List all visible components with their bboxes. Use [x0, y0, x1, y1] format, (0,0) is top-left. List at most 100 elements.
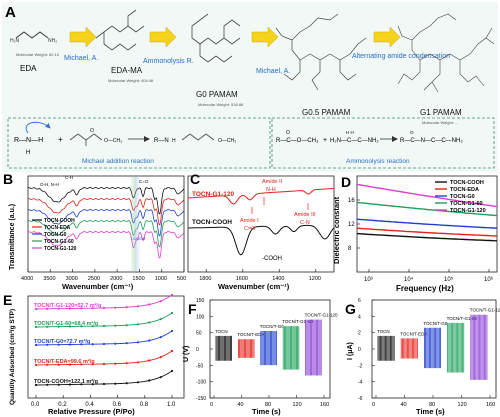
b-x-tick-label: 1000 [155, 276, 167, 282]
b-series-line [28, 208, 185, 237]
c-x-tick-label: 1800 [199, 276, 211, 282]
c-series-red-line [187, 187, 335, 205]
e-x-tick-label: 0.8 [140, 402, 149, 408]
e-series-point [159, 300, 162, 303]
osc-y-tick-label: 4 [358, 314, 361, 320]
e-series-point [114, 306, 117, 309]
e-series-point [148, 359, 151, 362]
b-ylabel: Transmittance (a.u.) [9, 204, 16, 270]
e-series-point [136, 381, 140, 384]
d-x-tick-label: 10⁶ [484, 276, 494, 283]
e-series-point [125, 306, 128, 309]
osc-series-label: TOCN/T-EDA [237, 332, 264, 337]
panel-letter-c: C [190, 171, 200, 187]
f-ylabel: U (V) [183, 346, 190, 362]
svg-text:O: O [410, 130, 414, 135]
svg-text:O: O [90, 128, 94, 134]
osc-x-tick-label: 0 [210, 402, 213, 408]
osc-y-tick-label: 0 [196, 347, 199, 353]
e-series-point [57, 383, 60, 386]
panel-letter-g: G [345, 301, 356, 317]
f-xlabel: Time (s) [252, 407, 281, 416]
e-series-point [91, 307, 94, 310]
b-x-tick-label: 1500 [132, 276, 144, 282]
eda-mw: Molecular Weight: 60.10 [16, 52, 60, 57]
e-series-point [80, 343, 83, 346]
e-series-point [46, 383, 49, 386]
eda-label: EDA [20, 64, 37, 73]
osc-y-tick-label: 50 [196, 331, 202, 337]
b-series-line [28, 197, 185, 226]
panel-e: E TOCN/T-G1-120=52.7 m²/gTOCN/T-G1-60=68… [3, 292, 185, 416]
e-series-label: TOCN/T-G1-60=68.4 m²/g [34, 320, 98, 327]
plot-c-frame [187, 175, 335, 273]
d-y-tick-label: 8 [348, 246, 352, 252]
d-y-tick-label: 12 [348, 222, 355, 228]
e-series-point [136, 361, 140, 364]
step-label-4: Alternating amide condensation [352, 53, 450, 60]
b-legend-label: TOCN-G1-60 [44, 239, 74, 245]
e-series-point [34, 325, 38, 329]
osc-y-tick-label: 2 [358, 331, 361, 337]
d-y-tick-label: 16 [348, 198, 355, 204]
d-xlabel: Frequency (Hz) [396, 284, 454, 293]
b-series-line [28, 186, 185, 215]
g05-label: G0.5 PAMAM [302, 108, 351, 117]
e-series-point [148, 379, 151, 382]
e-series-point [159, 376, 162, 379]
c-annot-cn: C-N [300, 220, 310, 226]
panel-a: A H₂N NH₂ Molecular Weight: 60.10 EDA Mi… [2, 2, 498, 172]
d-x-tick-label: 10⁵ [444, 276, 454, 283]
e-series-point [114, 342, 117, 345]
b-annot-co: C=O [139, 179, 149, 184]
d-series-line [356, 183, 498, 208]
e-series-point [57, 307, 60, 310]
osc-x-tick-label: 160 [320, 402, 329, 408]
d-series-line [356, 218, 498, 229]
b-legend-label: TOCN-EDA [44, 225, 71, 231]
d-x-tick-label: 10³ [364, 277, 373, 283]
step-arrow-1 [69, 26, 97, 48]
e-x-tick-label: 0.0 [31, 402, 40, 408]
osc-x-tick-label: 40 [238, 402, 244, 408]
plot-e-frame [27, 295, 185, 399]
svg-text:O—CH₃: O—CH₃ [104, 138, 122, 144]
e-series-point [57, 343, 60, 346]
osc-series-label: TOCN [215, 329, 228, 334]
c-series-red-label: TOCN-G1-120 [192, 191, 235, 198]
c-annot-nh: N-H [266, 187, 276, 193]
c-annot-amide3: Amide III [294, 212, 316, 218]
e-series-point [46, 363, 49, 366]
e-series-point [102, 382, 106, 386]
b-x-tick-label: 500 [177, 276, 186, 282]
osc-y-tick-label: 6 [358, 298, 361, 304]
b-cooh-band [134, 177, 140, 271]
g0-label: G0 PAMAM [196, 90, 238, 99]
e-series-point [159, 356, 162, 359]
e-series-point [80, 383, 83, 386]
c-x-tick-label: 1600 [236, 276, 248, 282]
e-series-point [46, 307, 49, 310]
step-label-2: Ammonolysis R. [143, 58, 194, 65]
svg-text:R—C—O—CH₃: R—C—O—CH₃ [276, 138, 319, 144]
step-arrow-2 [149, 26, 177, 48]
osc-y-tick-label: 0 [358, 347, 361, 353]
c-series-black-line [188, 224, 335, 256]
b-xlabel: Wavenumber (cm⁻¹) [62, 282, 134, 291]
e-series-point [80, 325, 83, 328]
svg-text:H: H [26, 150, 30, 156]
e-series-point [80, 307, 83, 310]
g1-label: G1 PAMAM [420, 108, 462, 117]
d-ylabel: Dielectric constant [332, 196, 341, 264]
e-series-point [68, 307, 72, 310]
e-series-point [136, 305, 140, 308]
e-series-point [170, 349, 174, 353]
svg-text:R—N—H: R—N—H [14, 137, 43, 144]
b-x-tick-label: 4000 [21, 276, 33, 282]
svg-text:H H: H H [346, 130, 354, 135]
d-legend-label: TOCN-G0 [450, 194, 475, 200]
e-series-point [159, 318, 162, 321]
svg-text:NH₂: NH₂ [48, 38, 57, 44]
osc-x-tick-label: 80 [265, 402, 271, 408]
